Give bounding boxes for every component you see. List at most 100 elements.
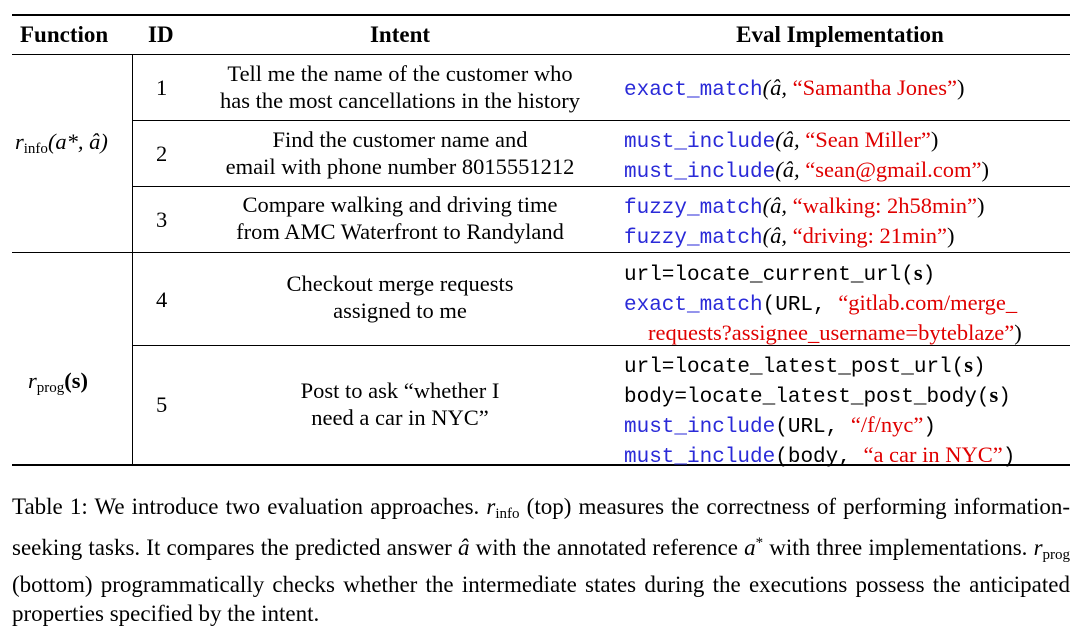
eval-close: ) <box>956 75 965 100</box>
header-eval: Eval Implementation <box>736 22 944 47</box>
r-prog-symbol: r <box>1033 535 1043 560</box>
eval-function: must_include <box>624 161 776 184</box>
r-args: (s) <box>64 368 89 393</box>
intent-line: email with phone number 8015551212 <box>225 154 575 179</box>
row-3-intent: Compare walking and driving time from AM… <box>190 191 610 245</box>
eval-value: “Sean Miller” <box>805 127 931 152</box>
table-bottom-rule <box>12 464 1070 466</box>
r-subscript: info <box>23 141 48 157</box>
eval-value: “Samantha Jones” <box>792 75 957 100</box>
caption-text: (bottom) programmatically checks whether… <box>12 572 1070 626</box>
column-divider <box>132 54 133 464</box>
eval-close: ) <box>922 264 936 287</box>
intent-line: has the most cancellations in the histor… <box>220 88 580 113</box>
intent-line: Post to ask “whether I <box>300 378 500 403</box>
eval-value: “driving: 21min” <box>792 223 947 248</box>
a-hat-symbol: â <box>457 535 470 560</box>
eval-close: ) <box>981 157 990 182</box>
eval-arg: (â, <box>762 75 793 100</box>
eval-arg: (URL, <box>775 416 851 439</box>
eval-value: “walking: 2h58min” <box>792 193 977 218</box>
row-4-id: 4 <box>156 287 168 312</box>
r-prog-subscript: prog <box>1042 547 1071 563</box>
row-5-eval: url=locate_latest_post_url(s) body=locat… <box>624 351 1015 471</box>
table-top-rule <box>12 14 1070 16</box>
function-r-info: rinfo(a*, â) <box>15 128 108 163</box>
row-rule-4 <box>132 345 1070 346</box>
eval-arg: (â, <box>775 157 806 182</box>
header-id: ID <box>148 22 174 47</box>
function-r-prog: rprog(s) <box>28 367 88 402</box>
eval-close: ) <box>976 193 985 218</box>
intent-line: from AMC Waterfront to Randyland <box>236 219 564 244</box>
caption-text: with the annotated reference <box>475 535 738 560</box>
row-1-id: 1 <box>156 75 168 100</box>
r-args: (a*, â) <box>47 129 108 154</box>
eval-line: url=locate_latest_post_url(s) <box>624 351 1015 381</box>
intent-line: Checkout merge requests <box>286 271 514 296</box>
eval-line: exact_match(URL, “gitlab.com/merge_ <box>624 289 1022 319</box>
eval-value: requests?assignee_username=byteblaze” <box>648 320 1015 345</box>
row-rule-2 <box>132 186 1070 187</box>
row-3-id: 3 <box>156 207 168 232</box>
eval-line: fuzzy_match(â, “walking: 2h58min”) <box>624 192 984 222</box>
eval-value: “/f/nyc” <box>850 412 924 437</box>
eval-bold: s <box>989 382 999 407</box>
group-rule <box>12 252 1070 253</box>
eval-line: must_include(â, “Sean Miller”) <box>624 126 989 156</box>
eval-function: exact_match <box>624 79 763 102</box>
table-caption: Table 1: We introduce two evaluation app… <box>12 492 1070 628</box>
eval-plain: url=locate_current_url( <box>624 264 914 287</box>
caption-text: with three implementations. <box>769 535 1028 560</box>
row-3-eval: fuzzy_match(â, “walking: 2h58min”) fuzzy… <box>624 192 984 252</box>
eval-line: exact_match(â, “Samantha Jones”) <box>624 74 964 104</box>
row-5-id: 5 <box>156 392 168 417</box>
eval-value: “gitlab.com/merge_ <box>838 290 1018 315</box>
eval-close: ) <box>998 386 1011 409</box>
r-info-subscript: info <box>495 506 520 522</box>
eval-close: ) <box>973 356 986 379</box>
intent-line: need a car in NYC” <box>311 405 489 430</box>
intent-line: Find the customer name and <box>272 127 528 152</box>
eval-close: ) <box>1014 320 1022 345</box>
eval-line: must_include(â, “sean@gmail.com”) <box>624 156 989 186</box>
eval-function: must_include <box>624 416 776 439</box>
eval-line: fuzzy_match(â, “driving: 21min”) <box>624 222 984 252</box>
eval-close: ) <box>930 127 939 152</box>
a-star-symbol: a* <box>744 535 764 560</box>
eval-line: must_include(URL, “/f/nyc”) <box>624 411 1015 441</box>
eval-line: url=locate_current_url(s) <box>624 259 1022 289</box>
intent-line: assigned to me <box>333 298 467 323</box>
r-symbol: r <box>15 129 24 154</box>
header-function: Function <box>20 22 109 47</box>
r-subscript: prog <box>36 380 65 396</box>
eval-arg: (body, <box>775 446 864 469</box>
eval-bold: s <box>964 352 974 377</box>
eval-plain: body=locate_latest_post_body( <box>624 386 990 409</box>
eval-function: exact_match <box>624 294 763 317</box>
eval-function: fuzzy_match <box>624 197 763 220</box>
row-4-eval: url=locate_current_url(s) exact_match(UR… <box>624 259 1022 349</box>
eval-function: must_include <box>624 446 776 469</box>
row-2-intent: Find the customer name and email with ph… <box>190 126 610 180</box>
eval-function: fuzzy_match <box>624 227 763 250</box>
eval-line: requests?assignee_username=byteblaze”) <box>624 319 1022 349</box>
eval-function: must_include <box>624 131 776 154</box>
eval-arg: (â, <box>775 127 806 152</box>
row-1-eval: exact_match(â, “Samantha Jones”) <box>624 74 964 104</box>
eval-arg: (â, <box>762 223 793 248</box>
eval-arg: (â, <box>762 193 793 218</box>
r-info-symbol: r <box>486 494 496 519</box>
row-5-intent: Post to ask “whether I need a car in NYC… <box>190 377 610 431</box>
row-1-intent: Tell me the name of the customer who has… <box>190 60 610 114</box>
table-header-rule <box>12 54 1070 55</box>
eval-close: ) <box>946 223 955 248</box>
row-rule-1 <box>132 120 1070 121</box>
row-2-eval: must_include(â, “Sean Miller”) must_incl… <box>624 126 989 186</box>
caption-text: (top) measures the correctness of perfor… <box>12 494 1071 560</box>
intent-line: Tell me the name of the customer who <box>227 61 573 86</box>
row-2-id: 2 <box>156 141 168 166</box>
header-intent: Intent <box>369 22 431 47</box>
eval-close: ) <box>1002 446 1016 469</box>
intent-line: Compare walking and driving time <box>242 192 558 217</box>
